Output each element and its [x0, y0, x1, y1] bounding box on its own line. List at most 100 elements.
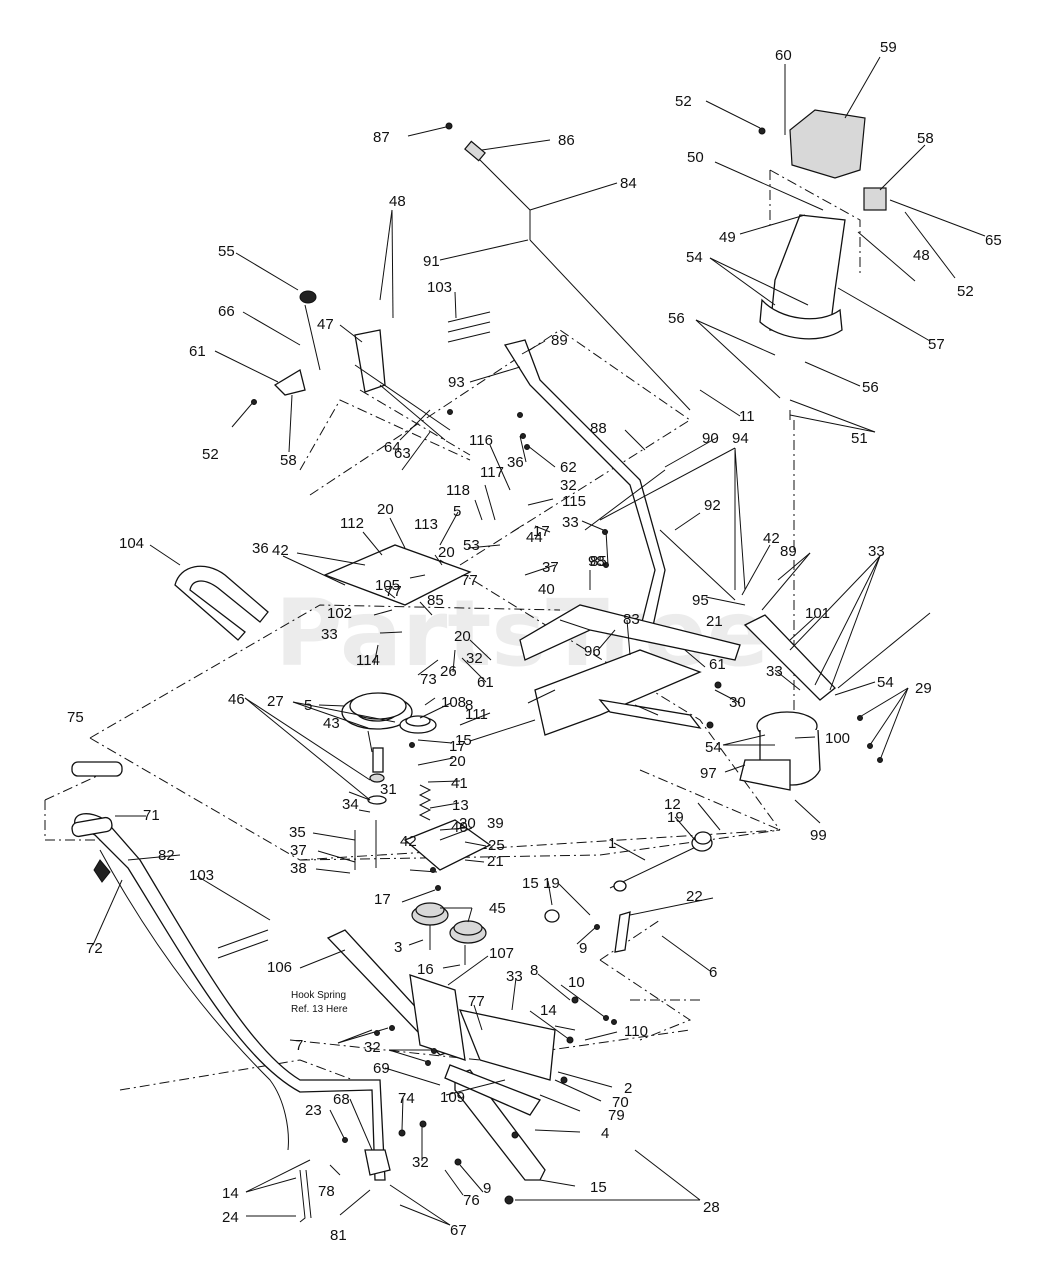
part-callout: 62 [560, 459, 577, 476]
note-line-2: Ref. 13 Here [291, 1004, 348, 1015]
part-callout: 42 [272, 542, 289, 559]
part-callout: 32 [560, 477, 577, 494]
part-callout: 19 [543, 875, 560, 892]
part-callout: 35 [289, 824, 306, 841]
part-callout: 14 [222, 1185, 239, 1202]
part-callout: 20 [438, 544, 455, 561]
part-callout: 15 [522, 875, 539, 892]
part-callout: 102 [327, 605, 352, 622]
part-callout: 20 [454, 628, 471, 645]
part-callout: 65 [985, 232, 1002, 249]
part-callout: 61 [477, 674, 494, 691]
part-callout: 90 [702, 430, 719, 447]
part-callout: 2 [624, 1080, 632, 1097]
part-callout: 91 [423, 253, 440, 270]
part-callout: 8 [530, 962, 538, 979]
part-callout: 43 [323, 715, 340, 732]
part-callout: 114 [356, 652, 380, 669]
part-callout: 100 [825, 730, 850, 747]
part-callout: 111 [465, 706, 488, 723]
part-shapes [71, 109, 887, 1223]
part-callout: 42 [763, 530, 780, 547]
part-callout: 53 [463, 537, 480, 554]
part-callout: 30 [729, 694, 746, 711]
part-callout: 13 [452, 797, 469, 814]
part-callout: 4 [601, 1125, 609, 1142]
part-callout: 85 [427, 592, 444, 609]
part-callout: 20 [459, 815, 476, 832]
part-callout: 72 [86, 940, 103, 957]
part-callout: 17 [449, 738, 466, 755]
part-callout: 14 [540, 1002, 557, 1019]
part-callout: 20 [377, 501, 394, 518]
part-callout: 115 [562, 493, 586, 510]
part-callout: 40 [538, 581, 555, 598]
hardware-dots [251, 399, 883, 1205]
part-callout: 23 [305, 1102, 322, 1119]
part-callout: 52 [957, 283, 974, 300]
part-callout: 12 [664, 796, 681, 813]
part-callout: 89 [551, 332, 568, 349]
part-callout: 1 [608, 835, 616, 852]
part-callout: 26 [440, 663, 457, 680]
part-callout: 88 [590, 420, 607, 437]
part-callout: 5 [453, 503, 461, 520]
part-callout: 5 [304, 697, 312, 714]
part-callout: 21 [487, 853, 504, 870]
part-callout: 8 [465, 697, 473, 714]
leader-lines [92, 56, 986, 1226]
part-callout: 10 [568, 974, 585, 991]
part-callout: 47 [317, 316, 334, 333]
part-callout: 63 [394, 445, 411, 462]
part-callout: 17 [533, 523, 550, 540]
part-callout: 33 [766, 663, 783, 680]
part-callout: 109 [440, 1089, 465, 1106]
part-callout: 32 [466, 650, 483, 667]
part-callout: 48 [389, 193, 406, 210]
part-callout: 89 [780, 543, 797, 560]
part-callout: 75 [67, 709, 84, 726]
part-callout: 44 [526, 529, 543, 546]
part-callout: 101 [805, 605, 830, 622]
part-callout: 78 [318, 1183, 335, 1200]
part-callout: 82 [158, 847, 175, 864]
part-callout: 15 [590, 1179, 607, 1196]
part-callout: 51 [851, 430, 868, 447]
part-callout: 85 [590, 553, 607, 570]
part-callout: 61 [709, 656, 726, 673]
part-callout: 11 [739, 408, 755, 425]
part-callout: 48 [913, 247, 930, 264]
part-callout: 50 [687, 149, 704, 166]
part-callout: 25 [488, 837, 505, 854]
part-callout: 76 [463, 1192, 480, 1209]
part-callout: 9 [483, 1180, 491, 1197]
part-callout: 77 [461, 572, 478, 589]
part-callout: 45 [489, 900, 506, 917]
part-callout: 58 [280, 452, 297, 469]
part-callout: 33 [506, 968, 523, 985]
part-callout: 117 [480, 464, 504, 481]
part-callout: 99 [810, 827, 827, 844]
part-callout: 116 [469, 432, 493, 449]
part-callout: 6 [709, 964, 717, 981]
part-callout: 86 [558, 132, 575, 149]
part-callout: 71 [143, 807, 160, 824]
part-callout: 74 [398, 1090, 415, 1107]
part-callout: 33 [321, 626, 338, 643]
part-callout: 40 [451, 819, 468, 836]
part-callout: 41 [451, 775, 468, 792]
part-callout: 77 [468, 993, 485, 1010]
part-callout: 59 [880, 39, 897, 56]
part-callout: 105 [375, 577, 400, 594]
part-callout: 103 [427, 279, 452, 296]
part-callout: 39 [487, 815, 504, 832]
part-callout: 64 [384, 439, 401, 456]
part-callout: 37 [542, 559, 559, 576]
part-callout: 68 [333, 1091, 350, 1108]
part-callout: 94 [732, 430, 749, 447]
part-callout: 36 [252, 540, 269, 557]
part-callout: 69 [373, 1060, 390, 1077]
part-callout: 54 [705, 739, 722, 756]
part-callout: 16 [417, 961, 434, 978]
part-callout: 38 [290, 860, 307, 877]
